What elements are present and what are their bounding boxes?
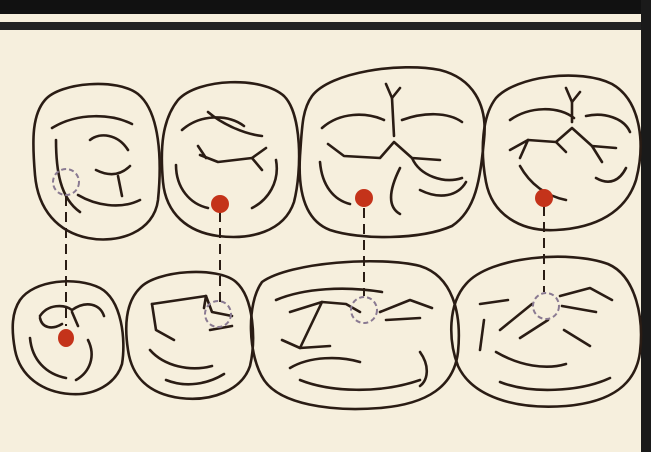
lower-tooth-3 — [251, 261, 459, 409]
contact-dot-upper-3 — [355, 189, 373, 207]
header-bar — [0, 0, 651, 14]
contact-circle-upper-1 — [53, 169, 79, 195]
contact-dot-upper-4 — [535, 189, 553, 207]
header-line — [0, 22, 651, 30]
lower-tooth-4 — [451, 257, 641, 407]
lower-tooth-2 — [126, 272, 253, 399]
upper-tooth-4 — [483, 76, 641, 231]
right-edge-bar — [641, 0, 651, 452]
upper-tooth-2 — [162, 82, 299, 237]
contact-dot-lower-1 — [58, 329, 74, 347]
contact-circle-lower-4 — [533, 293, 559, 319]
contact-dot-upper-2 — [211, 195, 229, 213]
upper-tooth-3 — [300, 67, 485, 237]
upper-tooth-1 — [33, 84, 159, 240]
